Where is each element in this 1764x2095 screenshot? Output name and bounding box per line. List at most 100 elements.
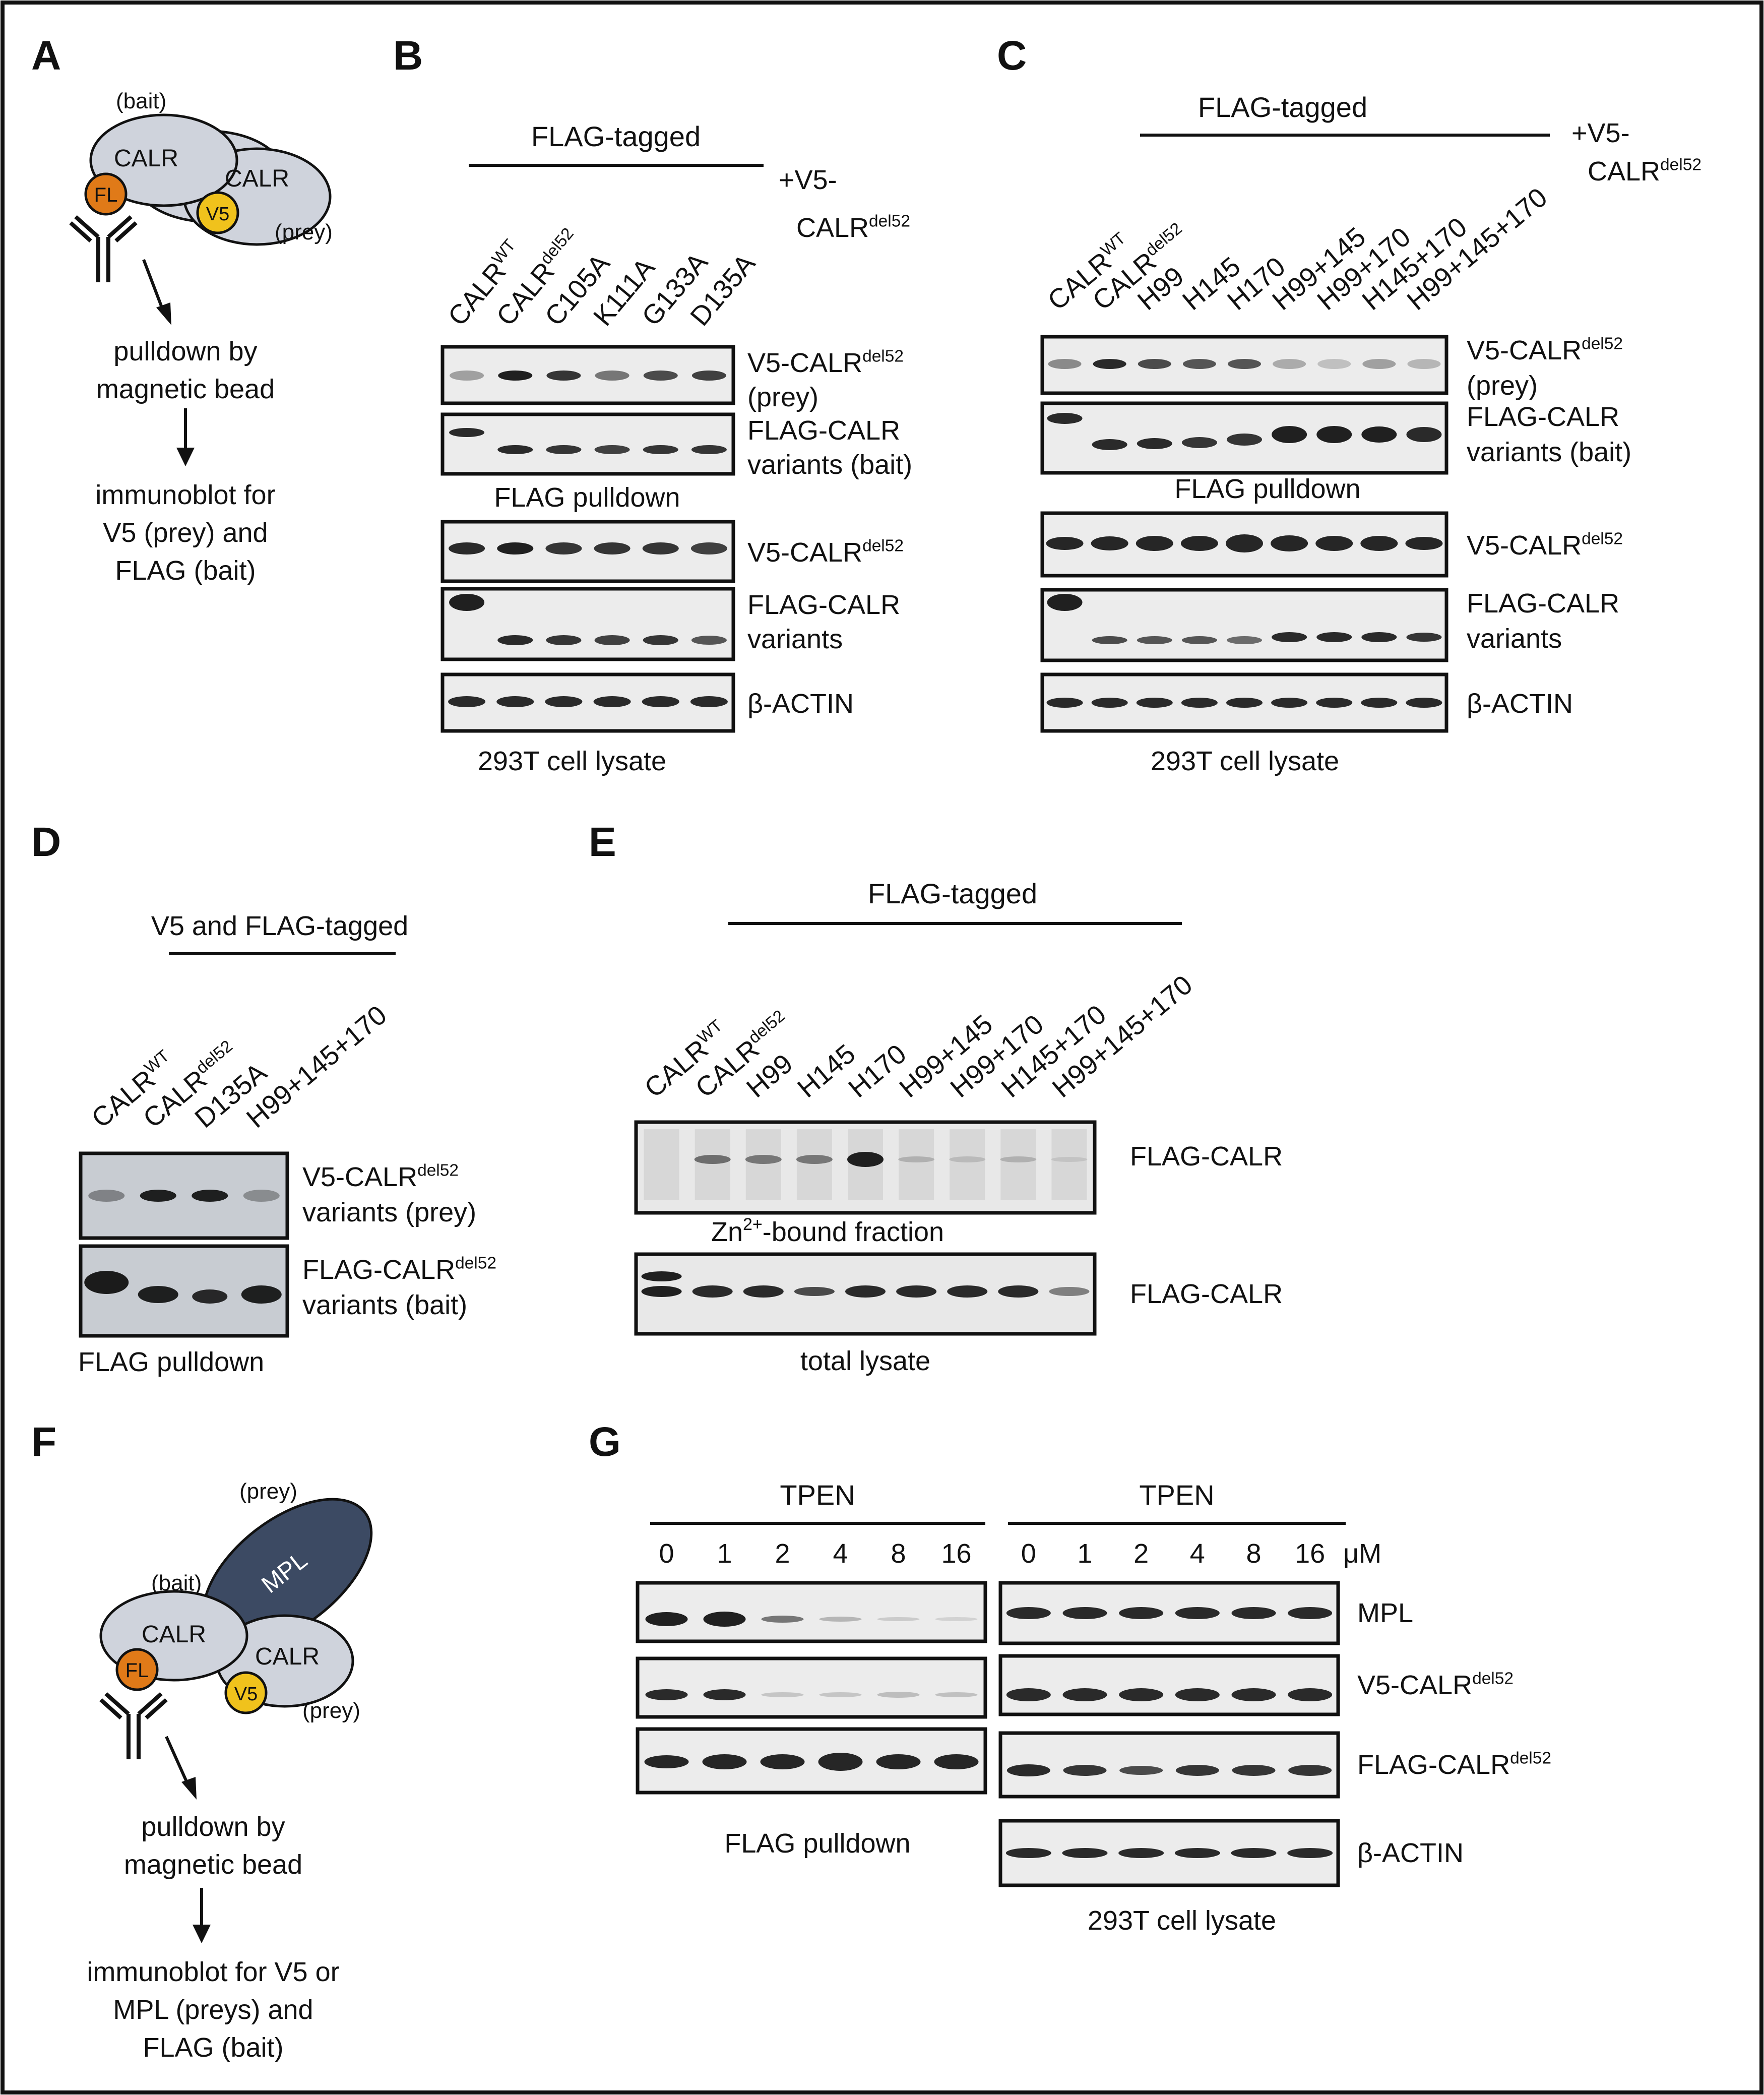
panel-e-smear-1 — [644, 1129, 679, 1200]
panel-d-blot-label2-2-text: variants (bait) — [302, 1290, 467, 1320]
panel-g-conc-left-1: 0 — [659, 1538, 674, 1569]
panel-g-lysate: 293T cell lysate — [1088, 1905, 1276, 1936]
fl-tag-circle — [84, 172, 128, 216]
panel-c-b3-band-8 — [1360, 536, 1398, 551]
panel-c-b2-band-2 — [1092, 439, 1127, 450]
panel-c-plus2-sup: del52 — [1660, 155, 1702, 174]
panel-letter-b: B — [393, 33, 423, 79]
panel-c-b3-band-5 — [1226, 534, 1263, 552]
panel-g-r1-band-6 — [1288, 1607, 1333, 1619]
panel-c-b1-band-3 — [1138, 359, 1171, 369]
panel-c-b3-band-2 — [1091, 536, 1128, 550]
calr-prey-label: CALR — [225, 165, 289, 192]
panel-c-plus2-text: CALR — [1588, 156, 1660, 187]
panel-g-blot-label-4: β-ACTIN — [1357, 1838, 1464, 1868]
step1-line1: pulldown by — [113, 336, 257, 366]
panel-b-b4-band-1 — [449, 594, 485, 611]
panel-g-l2-band-5 — [877, 1692, 920, 1698]
panel-b-pulldown-text: FLAG pulldown — [494, 482, 680, 513]
panel-b-b4-band-5 — [643, 635, 678, 645]
panel-c-b4-band-2 — [1092, 636, 1127, 644]
panel-c-blot-label-2-text: FLAG-CALR — [1467, 402, 1619, 432]
panel-e-b1-band-7 — [949, 1156, 986, 1162]
panel-c-b5-band-3 — [1136, 698, 1173, 708]
panel-d-b1-band-4 — [243, 1190, 280, 1202]
panel-c-b1-band-2 — [1093, 359, 1126, 369]
panel-g-tpen-right-text: TPEN — [1139, 1479, 1214, 1511]
panel-g-r4-band-4 — [1174, 1848, 1220, 1858]
panel-g-tpen-right: TPEN — [1139, 1479, 1214, 1511]
arrow-1-head — [156, 302, 171, 325]
panel-g-blot-label-3-sup: del52 — [1510, 1749, 1551, 1767]
prey-mpl-label: (prey) — [239, 1479, 297, 1504]
panel-b-blot-1 — [440, 345, 735, 405]
fl-tag-f-label: FL — [125, 1659, 149, 1682]
fl-tag-label: FL — [94, 184, 118, 206]
panel-g-blot-label-2-text: V5-CALR — [1357, 1670, 1472, 1700]
panel-c-b4-band-1 — [1047, 594, 1083, 611]
panel-c-blot-label2-1-text: (prey) — [1467, 371, 1538, 401]
step2-line2: V5 (prey) and — [103, 518, 268, 548]
panel-e-smear-4 — [796, 1129, 832, 1200]
panel-letter-d: D — [31, 819, 61, 865]
arrow-f1 — [165, 1736, 191, 1788]
panel-e-b2-band-5 — [845, 1285, 886, 1298]
panel-b-blot-label-5-text: β-ACTIN — [747, 689, 854, 719]
panel-e-b1-band-9 — [1051, 1157, 1088, 1162]
panel-c-b2-band-5 — [1227, 434, 1262, 446]
panel-e-b1-band-5 — [847, 1152, 884, 1167]
panel-g-pulldown: FLAG pulldown — [724, 1828, 910, 1859]
panel-d-blot-label-1-text: V5-CALR — [302, 1162, 417, 1192]
panel-e-b1-band-3 — [745, 1155, 782, 1164]
panel-g-r4-band-2 — [1062, 1848, 1108, 1858]
panel-g-conc-right-2-text: 1 — [1077, 1538, 1092, 1569]
v5-tag-f-label: V5 — [234, 1684, 258, 1705]
panel-g-l3-band-4 — [818, 1753, 863, 1771]
panel-b-blot-2 — [440, 412, 735, 476]
panel-c-blot-label2-2-text: variants (bait) — [1467, 437, 1631, 467]
panel-g-l3-band-1 — [644, 1755, 689, 1768]
panel-g-r3-band-4 — [1175, 1765, 1219, 1776]
panel-g-conc-right-6-text: 16 — [1295, 1538, 1325, 1569]
panel-g-l3-band-6 — [934, 1754, 979, 1769]
panel-b-blot-label2-2: variants (bait) — [747, 450, 912, 480]
panel-e-smear-6 — [899, 1129, 934, 1200]
panel-g-l2-band-3 — [761, 1692, 804, 1697]
panel-e-zn-text: Zn — [711, 1217, 743, 1247]
panel-e-b1-band-4 — [796, 1155, 833, 1164]
panel-c-blot-label-1-text: V5-CALR — [1467, 335, 1582, 365]
panel-b-lysate: 293T cell lysate — [478, 746, 666, 776]
panel-c-b4-band-4 — [1181, 636, 1217, 644]
panel-g-l1-band-5 — [877, 1617, 920, 1621]
panel-c-b5-band-9 — [1406, 698, 1442, 708]
step1-line2: magnetic bead — [96, 374, 275, 404]
f-step2-line1: immunoblot for V5 or — [87, 1957, 339, 1987]
panel-b-b2-band-3 — [546, 445, 582, 454]
panel-g-conc-right-3: 2 — [1133, 1538, 1149, 1569]
panel-c-blot-label-4: FLAG-CALR — [1467, 588, 1619, 619]
panel-e-b2-band-2 — [692, 1285, 733, 1298]
panel-e-b1-band-2 — [694, 1155, 731, 1164]
panel-g-left-blot-3 — [636, 1727, 987, 1795]
panel-d-b1-band-3 — [192, 1190, 228, 1202]
panel-g-r1-band-3 — [1119, 1607, 1164, 1619]
panel-e-b2-band-4 — [794, 1287, 835, 1296]
panel-g-unit-text: μM — [1343, 1538, 1381, 1569]
panel-e-blot-1 — [634, 1120, 1097, 1215]
panel-d-blot-label-2: FLAG-CALRdel52 — [302, 1254, 496, 1285]
panel-d-pulldown: FLAG pulldown — [78, 1347, 264, 1377]
panel-c-b2-band-3 — [1137, 438, 1172, 449]
panel-b-blot-label-3: V5-CALRdel52 — [747, 536, 904, 568]
panel-g-r3-band-2 — [1063, 1765, 1107, 1776]
panel-e-header-text: FLAG-tagged — [868, 878, 1037, 909]
panel-b-blot-label2-1: (prey) — [747, 382, 818, 412]
panel-d-blot-label-2-sup: del52 — [455, 1254, 496, 1272]
panel-g-r4-band-3 — [1118, 1848, 1164, 1858]
panel-b-b5-band-5 — [642, 696, 679, 707]
panel-c-blot-label2-2: variants (bait) — [1467, 437, 1631, 467]
panel-g-l3-band-5 — [876, 1754, 921, 1769]
panel-g-l2-band-2 — [703, 1689, 746, 1700]
panel-letter-f: F — [31, 1419, 56, 1465]
panel-c-b1-band-5 — [1228, 359, 1261, 369]
